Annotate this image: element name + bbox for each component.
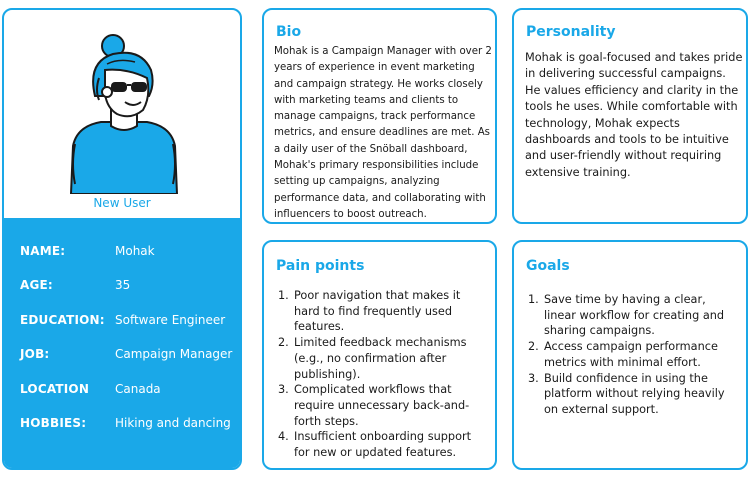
info-value: Hiking and dancing (115, 415, 231, 430)
list-number: 1. (528, 293, 539, 306)
info-label: EDUCATION: (20, 312, 105, 327)
info-label: LOCATION (20, 381, 90, 396)
bio-text: Mohak is a Campaign Manager with over 2 … (274, 46, 492, 220)
list-item-text: Insufficient onboarding support for new … (294, 430, 472, 460)
info-value: 35 (115, 278, 131, 293)
list-number: 4. (278, 430, 289, 444)
personality-title: Personality (526, 24, 616, 40)
list-item-text: Complicated workflows that require unnec… (294, 383, 470, 428)
info-label: HOBBIES: (20, 415, 87, 430)
info-label: NAME: (20, 244, 66, 258)
info-row-job: JOB: Campaign Manager (4, 347, 240, 381)
info-row-age: AGE: 35 (4, 278, 240, 312)
pain-points-list: 1. Poor navigation that makes it hard to… (278, 288, 488, 461)
bio-card: Bio Mohak is a Campaign Manager with ove… (262, 8, 497, 224)
bio-title: Bio (276, 24, 302, 40)
list-item: 1. Poor navigation that makes it hard to… (278, 288, 488, 335)
user-avatar-illustration (69, 34, 179, 194)
list-number: 2. (528, 340, 539, 354)
list-number: 3. (528, 371, 539, 385)
list-item-text: Limited feedback mechanisms (e.g., no co… (294, 336, 467, 381)
profile-info-panel: NAME: Mohak AGE: 35 EDUCATION: Software … (4, 218, 240, 468)
list-number: 2. (278, 336, 289, 350)
list-item: 4. Insufficient onboarding support for n… (278, 429, 488, 460)
info-value: Campaign Manager (115, 347, 233, 362)
personality-text: Mohak is goal-focused and takes pride in… (525, 51, 743, 179)
list-item-text: Build confidence in using the platform w… (544, 371, 725, 416)
info-value: Mohak (115, 244, 155, 258)
list-item: 2. Access campaign performance metrics w… (528, 339, 740, 370)
list-item: 3. Complicated workflows that require un… (278, 382, 488, 429)
list-item-text: Poor navigation that makes it hard to fi… (294, 289, 461, 334)
list-item: 3. Build confidence in using the platfor… (528, 371, 740, 418)
personality-card: Personality Mohak is goal-focused and ta… (512, 8, 748, 224)
list-item-text: Save time by having a clear, linear work… (544, 293, 725, 338)
info-label: AGE: (20, 278, 53, 293)
info-row-location: LOCATION Canada (4, 382, 240, 416)
info-row-education: EDUCATION: Software Engineer (4, 313, 240, 347)
list-number: 1. (278, 289, 289, 302)
list-item-text: Access campaign performance metrics with… (544, 340, 718, 369)
info-row-name: NAME: Mohak (4, 244, 240, 278)
info-row-hobbies: HOBBIES: Hiking and dancing (4, 416, 240, 450)
avatar-area (4, 10, 240, 217)
list-item: 2. Limited feedback mechanisms (e.g., no… (278, 335, 488, 382)
pain-points-card: Pain points 1. Poor navigation that make… (262, 240, 497, 470)
list-item: 1. Save time by having a clear, linear w… (528, 292, 740, 339)
info-value: Canada (115, 381, 161, 396)
user-role-label: New User (93, 196, 151, 210)
goals-list: 1. Save time by having a clear, linear w… (528, 292, 740, 418)
info-value: Software Engineer (115, 312, 226, 327)
goals-card: Goals 1. Save time by having a clear, li… (512, 240, 748, 470)
pain-points-title: Pain points (276, 258, 365, 274)
info-label: JOB: (20, 347, 50, 362)
goals-title: Goals (526, 258, 570, 274)
list-number: 3. (278, 383, 289, 397)
profile-card: New User NAME: Mohak AGE: 35 EDUCATION: … (2, 8, 242, 470)
